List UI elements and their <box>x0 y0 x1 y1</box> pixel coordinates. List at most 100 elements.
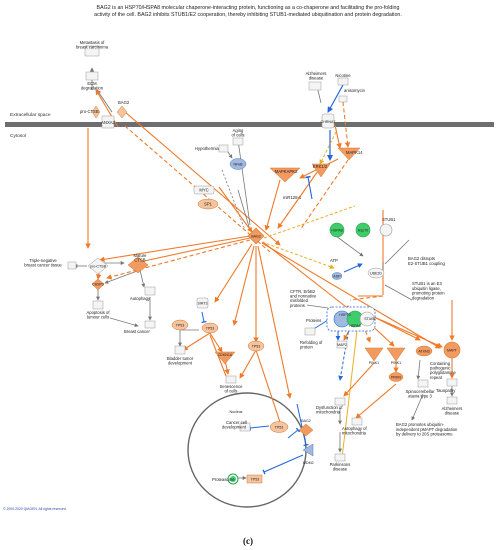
pink1-a-node[interactable]: PINK1 <box>364 347 384 365</box>
diagram-title-line1: BAG2 is an HSP70/HSPA8 molecular chapero… <box>97 5 400 11</box>
nicotine-node[interactable]: Nicotine <box>335 73 351 86</box>
atp-node[interactable]: ATP <box>330 258 338 263</box>
proteasome-node[interactable]: Proteasome <box>212 473 239 485</box>
svg-text:CDKN1A: CDKN1A <box>218 353 233 357</box>
autophagy-node[interactable]: Autophagy <box>130 286 156 301</box>
erk12-node[interactable]: ERK1/2 <box>311 163 331 178</box>
svg-text:MAPT: MAPT <box>447 349 458 353</box>
proteins-node[interactable]: Proteins <box>306 318 321 323</box>
svg-text:MDM2: MDM2 <box>303 461 314 465</box>
region-extracellular: Extracellular space <box>10 112 51 118</box>
bag2-nucleus-node[interactable]: BAG2 <box>298 419 314 437</box>
tp53-nucleus-node[interactable]: TP53 <box>269 421 289 433</box>
mapkapk2-node[interactable]: MAPKAPK2 <box>269 167 301 183</box>
stub1-top-node[interactable]: STUB1 <box>379 217 396 237</box>
hspa8-node[interactable]: HSPA8 <box>329 222 345 238</box>
svg-text:HSPA8: HSPA8 <box>331 229 343 233</box>
hsp70-complex-label: HSP70 <box>339 313 350 317</box>
mir128-node[interactable]: miR128-1 <box>283 195 302 200</box>
plasma-membrane <box>5 122 494 127</box>
ube2d-node[interactable]: UBE2D <box>367 267 385 279</box>
tp53-c-node[interactable]: TP53 <box>247 340 265 352</box>
breast-cancer-node[interactable]: Breast cancer <box>124 320 156 334</box>
svg-text:UBE2D: UBE2D <box>370 272 382 276</box>
casp3-node[interactable]: CASP3 <box>91 278 105 291</box>
mapt-node[interactable]: MAPT <box>443 341 461 359</box>
prkn-node[interactable]: PRKN <box>388 372 404 382</box>
svg-text:Breast cancer: Breast cancer <box>124 329 150 334</box>
hsp70-node[interactable]: Hsp70 <box>355 222 371 238</box>
mapk14-node[interactable]: MAPK14 <box>337 147 363 161</box>
hspa8-complex-label: HSPA8 <box>349 324 361 328</box>
chrna7-node[interactable]: CHRNA7 <box>321 113 336 129</box>
svg-text:Hsp70: Hsp70 <box>358 229 368 233</box>
tp53-b-node[interactable]: TP53 <box>201 322 219 334</box>
map2-node[interactable]: MAP2 <box>336 340 348 349</box>
svg-text:Autophagy: Autophagy <box>130 296 151 301</box>
svg-text:anisomycin: anisomycin <box>344 88 366 93</box>
svg-text:MAPK14: MAPK14 <box>346 150 363 155</box>
edges <box>73 67 455 480</box>
svg-text:PINK1: PINK1 <box>369 361 379 365</box>
anxa2-node[interactable]: ANXA2 <box>101 115 116 129</box>
adp-node[interactable]: ADP <box>331 272 343 280</box>
myc-node[interactable]: MYC <box>193 185 215 195</box>
sp1-node[interactable]: SP1 <box>197 198 219 210</box>
svg-text:Proteasome: Proteasome <box>212 477 235 482</box>
pro-ctsb-mid-node[interactable]: pro-CTSB <box>87 257 109 275</box>
hypothermia-node[interactable]: Hypothermia <box>195 144 229 153</box>
svg-text:TP53: TP53 <box>252 345 261 349</box>
bag2-center-node[interactable]: BAG2 <box>247 227 265 245</box>
svg-text:PRKN: PRKN <box>391 376 401 380</box>
svg-text:Proteins: Proteins <box>306 318 321 323</box>
svg-text:CHRNA7: CHRNA7 <box>321 120 336 124</box>
nfkb-node[interactable]: NFκB <box>229 158 247 170</box>
chaperone-complex[interactable]: HSP70 HSPA8 STUB1 <box>326 306 376 332</box>
pink1-b-node[interactable]: PINK1 <box>386 347 406 365</box>
mdm2-node[interactable]: MDM2 <box>302 443 314 465</box>
atxn3-node[interactable]: ATXN3 <box>415 345 433 357</box>
tp53-a-node[interactable]: TP53 <box>171 319 189 331</box>
sirt3-node[interactable]: SIRT3 <box>196 297 209 309</box>
anisomycin-node[interactable]: anisomycin <box>338 88 366 103</box>
tauopathy-node[interactable]: Tauopathy <box>436 378 458 393</box>
svg-text:MAP2: MAP2 <box>337 343 347 347</box>
cdkn1a-node[interactable]: CDKN1A <box>214 351 236 365</box>
diagram-title-line2: activity of the cell. BAG2 inhibits STUB… <box>94 12 402 18</box>
pro-ctsb-top-node[interactable]: pro-CTSB <box>80 105 101 119</box>
svg-text:SIRT3: SIRT3 <box>197 302 207 306</box>
tp53-nucleus2-node[interactable]: TP53 <box>246 474 263 484</box>
bag2-top-node[interactable]: BAG2 <box>116 100 130 119</box>
